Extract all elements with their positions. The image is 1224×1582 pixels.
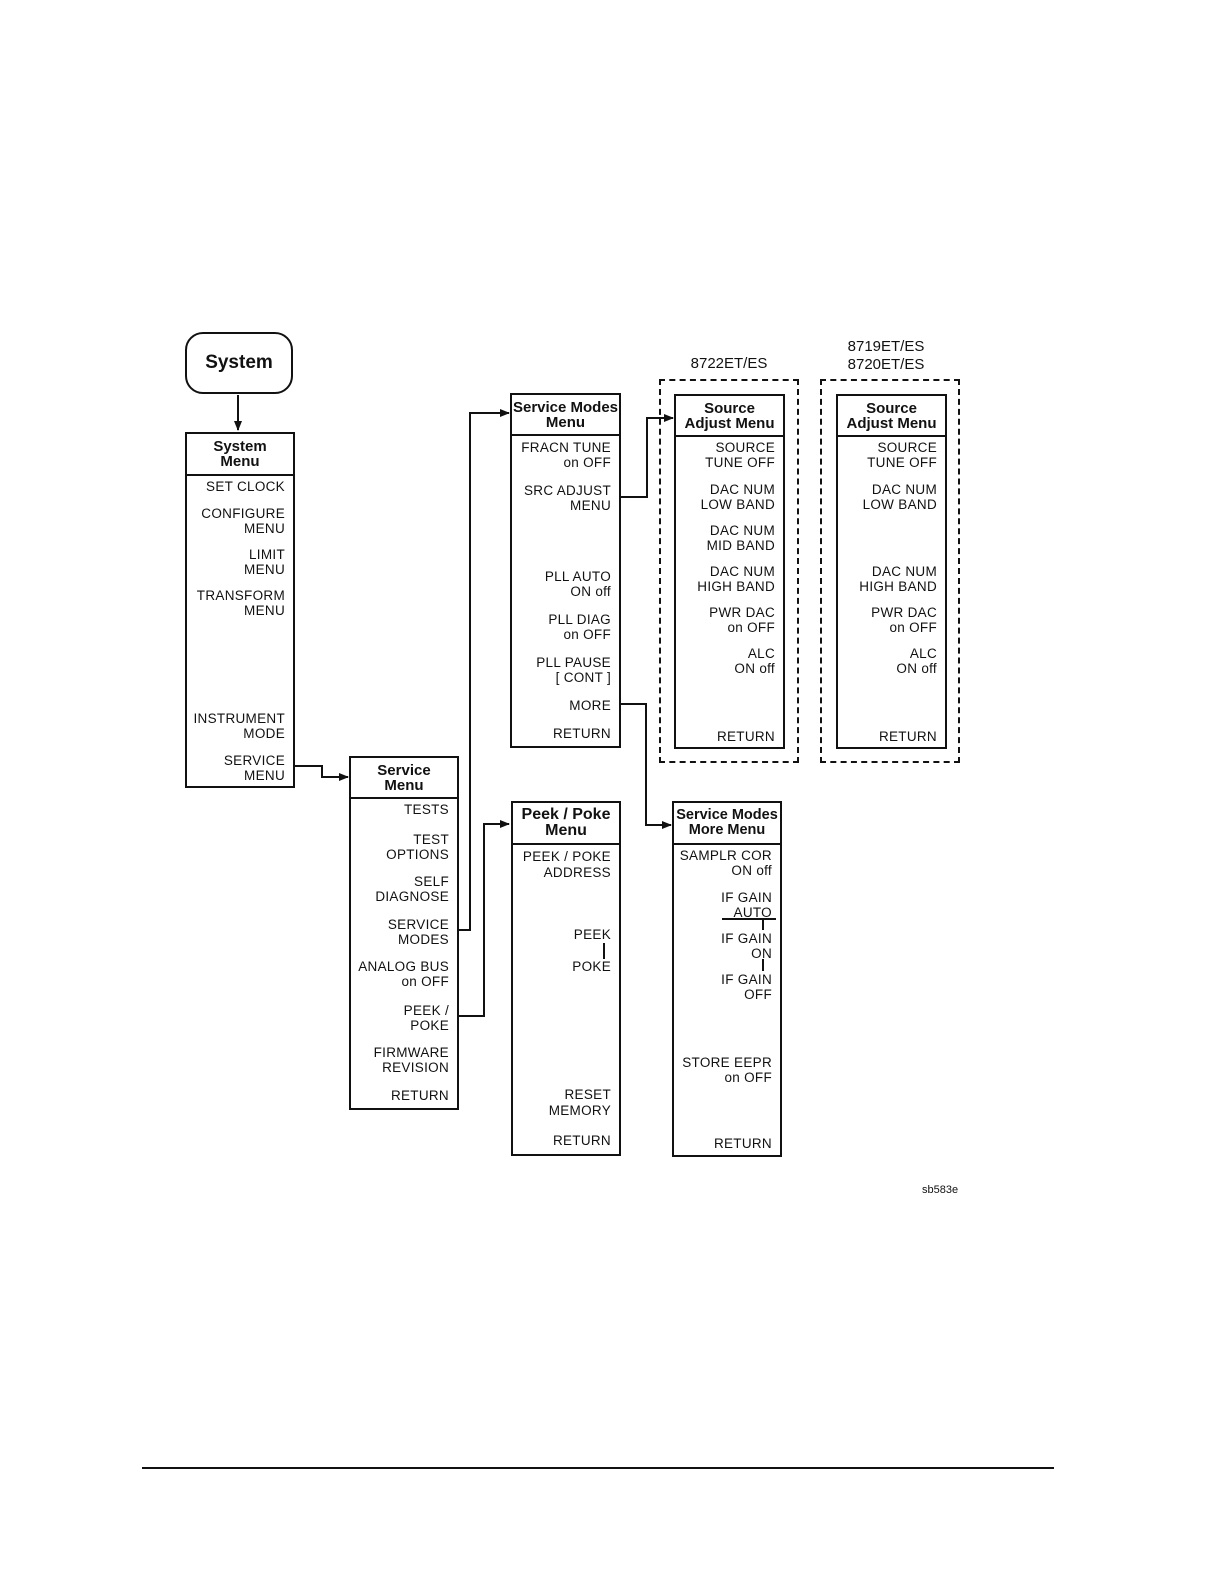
model-group-8719-8720 — [820, 379, 960, 763]
softkey-tests[interactable]: TESTS — [403, 802, 449, 817]
softkey-return[interactable]: RETURN — [716, 729, 775, 744]
softkey-poke[interactable]: POKE — [572, 959, 611, 974]
if-gain-connector — [762, 959, 764, 971]
if-gain-connector — [762, 918, 764, 930]
softkey-pll-pause[interactable]: PLL PAUSE[ CONT ] — [536, 655, 611, 685]
if-gain-separator — [722, 918, 776, 920]
softkey-more[interactable]: MORE — [569, 698, 611, 713]
softkey-peek[interactable]: PEEK — [573, 927, 611, 942]
softkey-return[interactable]: RETURN — [878, 729, 937, 744]
figure-id: sb583e — [922, 1184, 959, 1196]
arrow-more — [620, 703, 672, 829]
softkey-return[interactable]: RETURN — [552, 726, 611, 741]
softkey-return[interactable]: RETURN — [713, 1136, 772, 1151]
model-label-8722: 8722ET/ES — [690, 355, 768, 372]
footer-rule — [142, 1467, 1054, 1469]
system-key[interactable]: System — [185, 332, 293, 394]
softkey-peek-poke[interactable]: PEEK /POKE — [403, 1003, 449, 1033]
softkey-return[interactable]: RETURN — [552, 1133, 611, 1148]
softkey-return[interactable]: RETURN — [390, 1088, 449, 1103]
arrow-service-modes — [458, 409, 510, 931]
arrow-peek-poke — [458, 820, 510, 1017]
softkey-set-clock[interactable]: SET CLOCK — [206, 479, 285, 494]
arrow-service-menu — [294, 765, 349, 781]
peek-poke-separator — [603, 943, 605, 959]
model-group-8722 — [659, 379, 799, 763]
